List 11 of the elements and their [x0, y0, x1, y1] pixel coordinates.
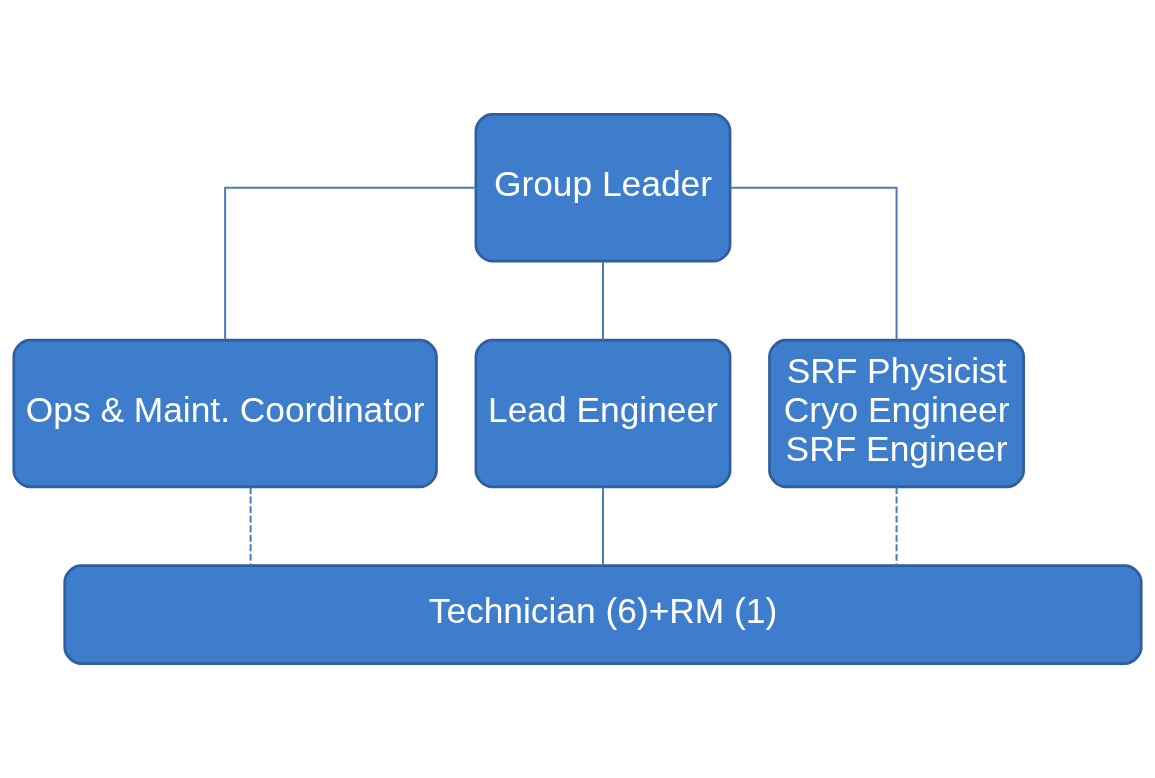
- connector: [895, 487, 898, 566]
- connector: [730, 186, 898, 340]
- node-box: Group Leader: [474, 113, 732, 263]
- node-box: Lead Engineer: [474, 338, 732, 489]
- node-box: Ops & Maint. Coordinator: [12, 338, 438, 489]
- connector: [249, 487, 252, 566]
- node-box: SRF Physicist Cryo Engineer SRF Engineer: [768, 338, 1026, 489]
- connector: [224, 186, 476, 340]
- connector: [601, 487, 604, 566]
- node-box: Technician (6)+RM (1): [63, 564, 1143, 665]
- connector: [601, 261, 604, 340]
